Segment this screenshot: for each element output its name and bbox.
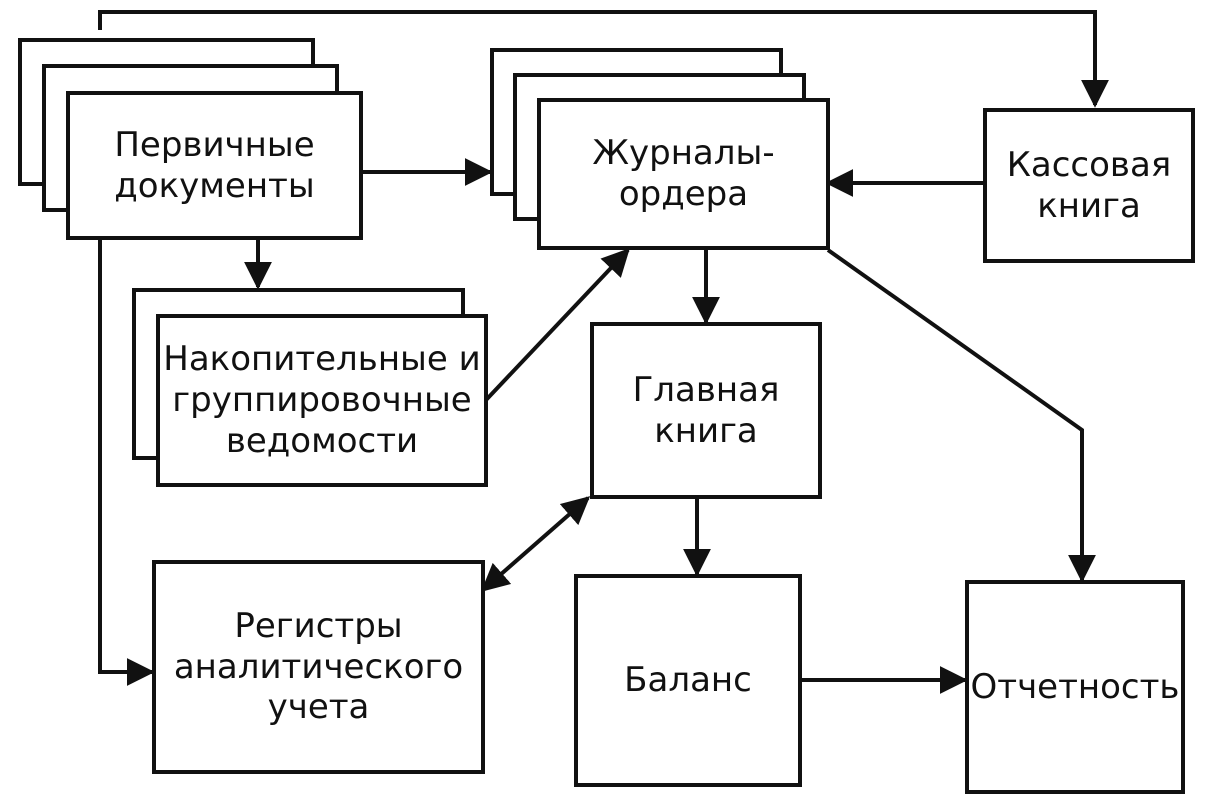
- analytical-registers-box: Регистры аналитического учета: [152, 560, 485, 774]
- cumulative-statements-label-line-1: Накопительные и: [163, 339, 481, 380]
- cash-book-box: Кассовая книга: [983, 108, 1195, 263]
- arrow-ledger-registers-bidirectional: [480, 496, 591, 592]
- analytical-registers-label-line-2: аналитического: [173, 646, 464, 687]
- general-ledger-box: Главная книга: [590, 322, 822, 499]
- analytical-registers-label-line-3: учета: [267, 687, 370, 728]
- arrow-primary-to-registers: [98, 240, 155, 686]
- journal-orders-label-line-1: Журналы-: [592, 133, 775, 174]
- cumulative-statements-label-line-3: ведомости: [225, 420, 419, 461]
- journal-orders-box: Журналы- ордера: [537, 98, 830, 250]
- arrow-journals-to-reporting: [826, 248, 1096, 583]
- general-ledger-label-line-2: книга: [654, 410, 758, 451]
- cash-book-label-line-1: Кассовая: [1006, 144, 1172, 185]
- general-ledger-label-line-1: Главная: [632, 369, 780, 410]
- cumulative-statements-label-line-2: группировочные: [172, 380, 472, 421]
- cumulative-statements-box: Накопительные и группировочные ведомости: [156, 314, 488, 487]
- balance-label: Баланс: [624, 660, 752, 701]
- arrow-statements-to-journals: [484, 247, 630, 402]
- primary-documents-label-line-1: Первичные: [114, 124, 315, 165]
- journal-orders-label-line-2: ордера: [618, 174, 749, 214]
- balance-box: Баланс: [574, 574, 802, 787]
- reporting-box: Отчетность: [965, 580, 1185, 794]
- analytical-registers-label-line-1: Регистры: [234, 605, 403, 646]
- arrow-primary-to-cash-book: [98, 10, 1109, 108]
- reporting-label: Отчетность: [970, 666, 1180, 707]
- cash-book-label-line-2: книга: [1037, 185, 1141, 226]
- primary-documents-label-line-2: документы: [114, 165, 315, 206]
- primary-documents-box: Первичные документы: [66, 91, 363, 240]
